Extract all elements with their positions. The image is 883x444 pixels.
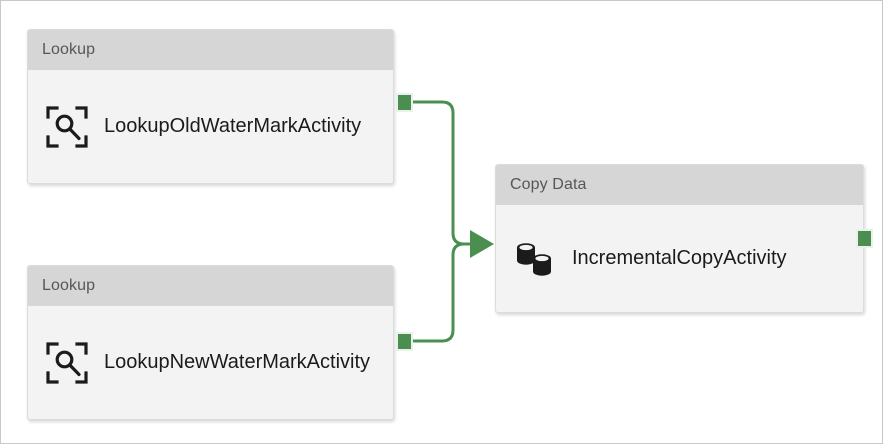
node-type-label: Copy Data xyxy=(510,176,587,193)
activity-node-lookup-new-watermark[interactable]: Lookup LookupNewWaterMarkActivity xyxy=(27,265,394,420)
node-type-label: Lookup xyxy=(42,41,96,58)
node-type-label: Lookup xyxy=(42,277,96,294)
connector-lookup-old-to-copy xyxy=(413,100,473,246)
node-body-lookup-new: LookupNewWaterMarkActivity xyxy=(28,306,393,419)
node-body-copy-data: IncrementalCopyActivity xyxy=(496,205,863,312)
connector-lookup-new-to-copy xyxy=(413,242,473,343)
activity-name-label: IncrementalCopyActivity xyxy=(572,247,787,270)
lookup-magnifier-icon xyxy=(44,104,90,150)
node-header-lookup-new: Lookup xyxy=(28,266,393,306)
output-port-lookup-old-watermark[interactable] xyxy=(396,93,413,112)
lookup-magnifier-icon xyxy=(44,340,90,386)
connector-arrowhead-icon xyxy=(470,230,494,258)
output-port-lookup-new-watermark[interactable] xyxy=(396,332,413,351)
database-copy-icon xyxy=(512,236,558,282)
activity-name-label: LookupNewWaterMarkActivity xyxy=(104,351,371,374)
node-body-lookup-old: LookupOldWaterMarkActivity xyxy=(28,70,393,183)
output-port-incremental-copy[interactable] xyxy=(856,229,873,248)
node-header-copy-data: Copy Data xyxy=(496,165,863,205)
node-header-lookup-old: Lookup xyxy=(28,30,393,70)
activity-node-incremental-copy[interactable]: Copy Data xyxy=(495,164,864,313)
activity-node-lookup-old-watermark[interactable]: Lookup LookupOldWaterMarkActivity xyxy=(27,29,394,184)
activity-name-label: LookupOldWaterMarkActivity xyxy=(104,115,362,138)
